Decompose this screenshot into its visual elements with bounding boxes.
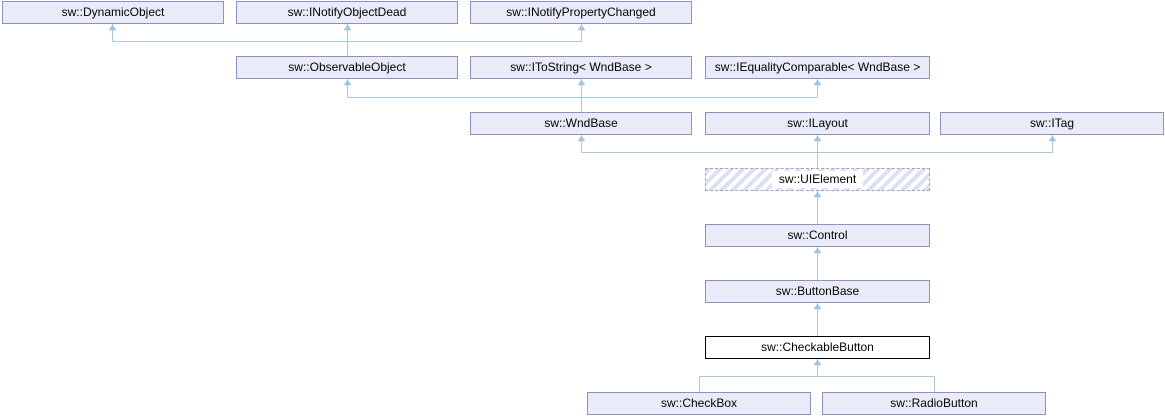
edge-observableobject-bases [108, 24, 586, 56]
class-node-ilayout[interactable]: sw::ILayout [705, 112, 930, 135]
edge-checkablebutton-buttonbase [813, 303, 822, 336]
edge-radiobutton-checkablebutton [817, 376, 935, 392]
class-node-radiobutton[interactable]: sw::RadioButton [822, 392, 1046, 415]
edge-uielement-bases [577, 135, 1057, 168]
edge-wndbase-bases [343, 79, 822, 112]
class-node-itostring-wndbase[interactable]: sw::IToString< WndBase > [470, 56, 692, 79]
class-node-checkablebutton-focal: sw::CheckableButton [705, 336, 930, 359]
class-node-itag[interactable]: sw::ITag [940, 112, 1164, 135]
class-node-inotifypropertychanged[interactable]: sw::INotifyPropertyChanged [470, 1, 692, 24]
class-node-uielement[interactable]: sw::UIElement [705, 168, 930, 191]
class-node-observableobject[interactable]: sw::ObservableObject [236, 56, 458, 79]
class-node-control[interactable]: sw::Control [705, 224, 930, 247]
edge-control-uielement [813, 191, 822, 224]
edge-checkbox-checkablebutton [699, 359, 822, 392]
class-node-dynamicobject[interactable]: sw::DynamicObject [2, 1, 224, 24]
class-node-inotifyobjectdead[interactable]: sw::INotifyObjectDead [236, 1, 458, 24]
class-node-wndbase[interactable]: sw::WndBase [470, 112, 692, 135]
class-node-iequalitycomparable-wndbase[interactable]: sw::IEqualityComparable< WndBase > [705, 56, 930, 79]
class-node-checkbox[interactable]: sw::CheckBox [587, 392, 811, 415]
class-node-uielement-label: sw::UIElement [771, 171, 864, 188]
class-node-buttonbase[interactable]: sw::ButtonBase [705, 280, 930, 303]
edge-buttonbase-control [813, 247, 822, 280]
